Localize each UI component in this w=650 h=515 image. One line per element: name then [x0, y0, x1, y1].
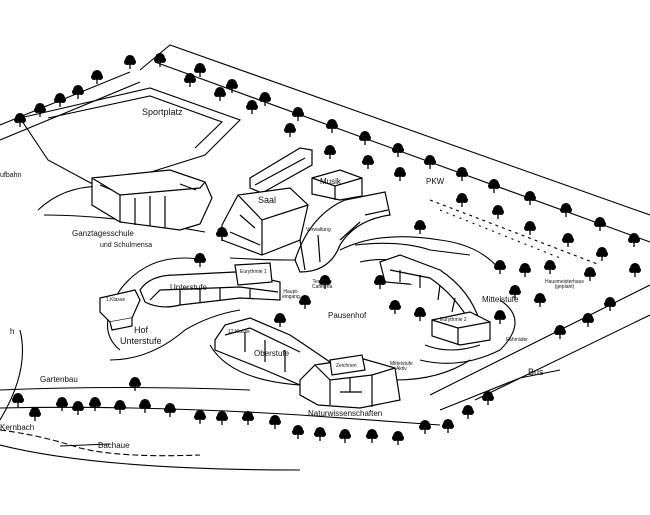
label-naturwissenschaften: Naturwissenschaften [308, 409, 383, 418]
label-pkw: PKW [426, 177, 445, 186]
label-saal: Saal [258, 195, 277, 205]
label-haupteingang: Haupt- eingang [282, 289, 300, 300]
label-pausenhof: Pausenhof [328, 311, 367, 320]
label-verwaltung: Verwaltung [306, 227, 331, 233]
label-hausmeisterhaus: Hausmeisterhaus (geplant) [545, 279, 584, 290]
label-h: h [10, 327, 15, 336]
label-unterstufe: Unterstufe [170, 283, 207, 292]
label-eurythmie-1: Eurythmie 1 [240, 269, 267, 275]
roads-and-paths [0, 44, 650, 471]
label-eurythmie-2: Eurythmie 2 [440, 317, 467, 323]
label-mittelstufe-aktiv: Mittelstufe Aktiv [390, 361, 413, 372]
label-sportplatz: Sportplatz [142, 107, 183, 117]
label-hof: Hof [134, 325, 149, 335]
label-fahrraeder: Fahrräder [506, 337, 528, 343]
buildings [91, 147, 491, 409]
label-bus: Bus [528, 367, 544, 377]
label-bachaue: Bachaue [98, 441, 130, 450]
label-laufbahn: ufbahn [0, 172, 22, 179]
label-kernbach: Kernbach [0, 423, 35, 432]
label-hof-unterstufe: Unterstufe [120, 336, 162, 346]
label-schulmensa: und Schulmensa [100, 242, 153, 249]
label-mittelstufe: Mittelstufe [482, 295, 519, 304]
label-ganztagesschule: Ganztagesschule [72, 229, 134, 238]
label-1-klasse: 1.Klasse [106, 297, 126, 303]
label-zeichnen: Zeichnen [336, 363, 357, 369]
label-musik: Musik [320, 177, 341, 186]
label-12-klasse: 12.Klasse [228, 329, 250, 335]
label-gartenbau: Gartenbau [40, 375, 78, 384]
label-terrasse-cafeteria: Terrasse Cafeteria [312, 279, 333, 290]
label-oberstufe: Oberstufe [254, 349, 290, 358]
